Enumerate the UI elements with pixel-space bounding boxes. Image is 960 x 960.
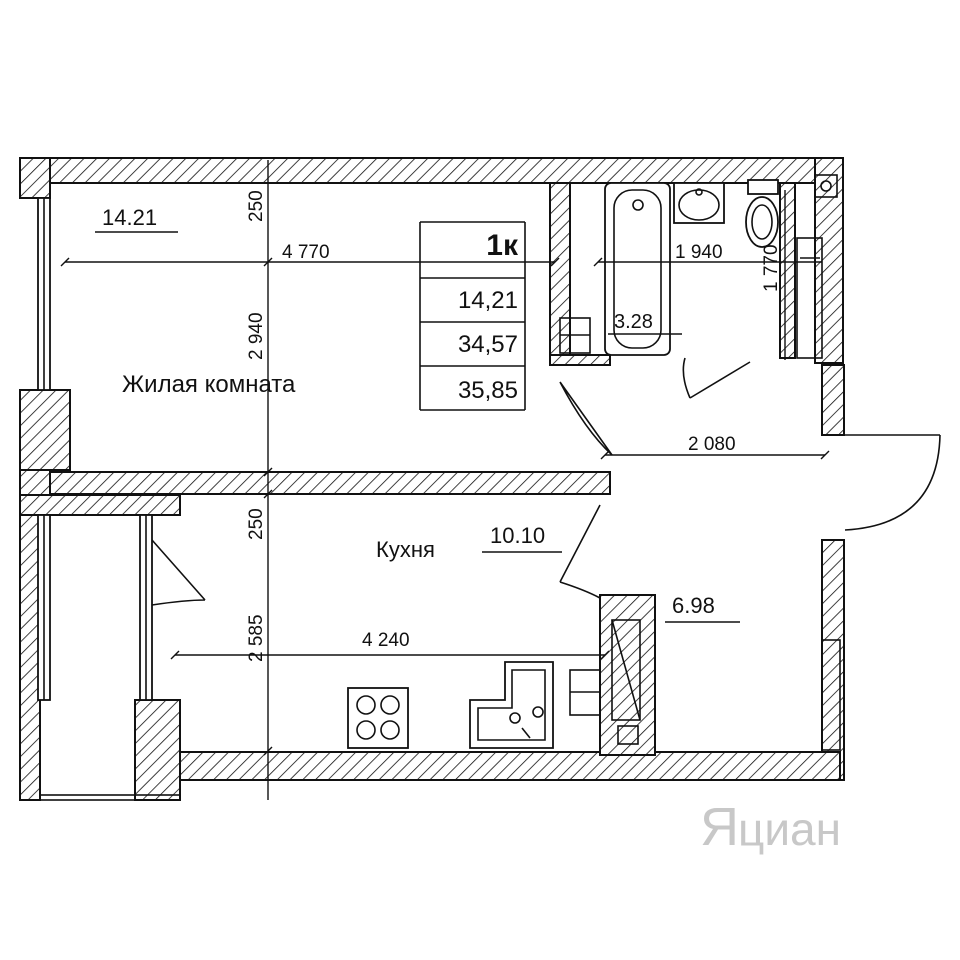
- wall-balcony-right: [134, 699, 181, 801]
- dim-living-depth: 2 940: [246, 312, 267, 360]
- stove: [347, 687, 409, 749]
- wall-right-mid: [821, 364, 845, 436]
- dim-bath-depth: 1 770: [761, 244, 782, 292]
- door-balcony: [151, 539, 206, 606]
- wall-middle: [49, 471, 611, 495]
- dim-wall-middle: 250: [246, 508, 267, 540]
- watermark: Я циан: [700, 797, 841, 857]
- dim-wall-top: 250: [246, 190, 267, 222]
- wall-left-upper: [19, 157, 51, 199]
- area-table: 1к 14,21 34,57 35,85: [419, 221, 526, 411]
- total-area-value: 35,85: [458, 377, 518, 404]
- dimension-labels: 4 770 250 2 940 250 2 585 4 240 1 940 1 …: [246, 190, 782, 662]
- dim-hall-width: 2 080: [688, 434, 736, 455]
- apartment-type: 1к: [486, 229, 519, 262]
- watermark-text: циан: [738, 803, 841, 855]
- wall-bath-right: [779, 182, 796, 359]
- dimension-lines: [60, 160, 830, 800]
- wall-top: [19, 157, 839, 184]
- wall-bath-bottom: [549, 354, 611, 366]
- living-area-value: 14,21: [458, 287, 518, 314]
- dim-living-width: 4 770: [282, 242, 330, 263]
- dim-kitchen-width: 4 240: [362, 630, 410, 651]
- shaft-right: [796, 237, 823, 359]
- wall-right-upper: [814, 157, 844, 364]
- shaft-corner: [814, 174, 838, 198]
- dim-kitchen-depth: 2 585: [246, 614, 267, 662]
- windows: [37, 197, 181, 801]
- balcony-outline: [39, 794, 181, 801]
- hall-area: 6.98: [672, 593, 715, 618]
- toilet: [745, 196, 779, 248]
- watermark-logo-icon: Я: [700, 797, 739, 857]
- wall-bottom: [149, 751, 841, 781]
- fixtures: [347, 174, 841, 751]
- kitchen-name: Кухня: [376, 537, 435, 562]
- living-room-area: 14.21: [102, 205, 157, 230]
- room-labels: 14.21 Жилая комната Кухня 10.10 3.28 6.9…: [95, 205, 740, 623]
- bathtub: [604, 182, 671, 356]
- wall-balcony-top: [19, 494, 181, 516]
- doors: [151, 357, 941, 606]
- door-bath: [682, 357, 751, 399]
- wall-balcony-left: [19, 509, 41, 801]
- toilet-tank: [747, 179, 779, 195]
- door-kitchen: [559, 504, 601, 599]
- living-room-name: Жилая комната: [122, 371, 296, 398]
- panel-right: [821, 639, 841, 751]
- kitchen-area: 10.10: [490, 523, 545, 548]
- hall-cabinet: [611, 619, 641, 721]
- door-living: [559, 381, 613, 456]
- dim-bath-width: 1 940: [675, 242, 723, 263]
- useful-area-value: 34,57: [458, 331, 518, 358]
- wall-hall-left: [599, 594, 656, 756]
- wall-left-mid: [19, 389, 71, 471]
- bathroom-area: 3.28: [614, 311, 653, 333]
- door-entrance: [844, 434, 941, 531]
